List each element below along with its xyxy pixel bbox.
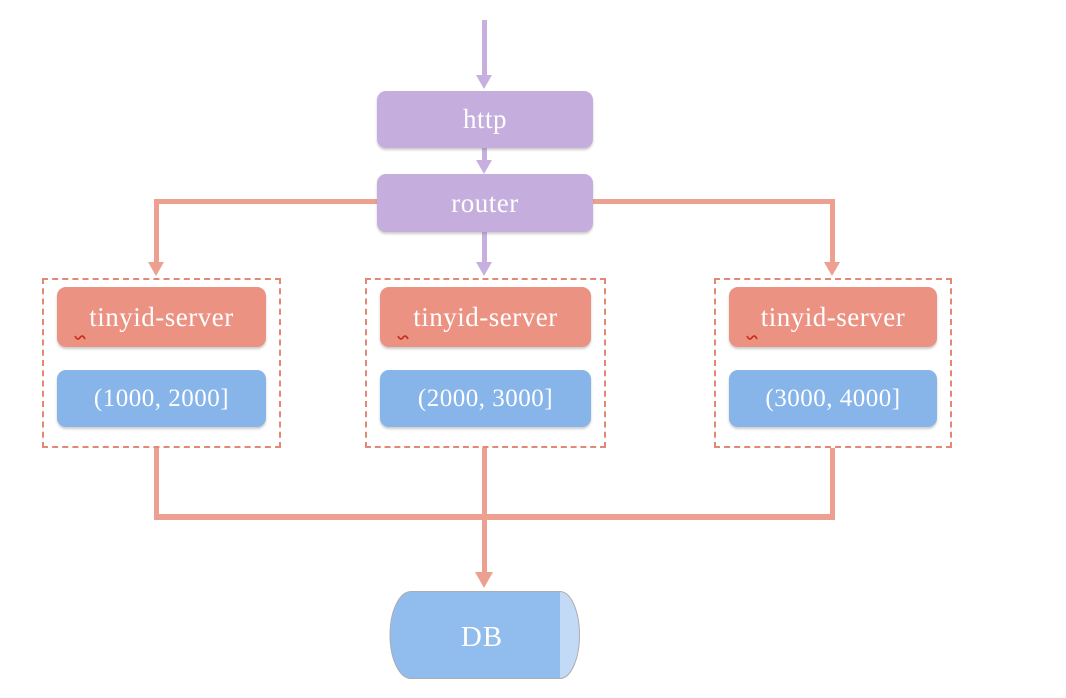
db-cylinder-icon: DB — [389, 591, 580, 679]
center-drop-arrowhead-icon — [476, 262, 492, 276]
incoming-arrow-line — [482, 20, 487, 77]
incoming-arrowhead-icon — [476, 75, 492, 89]
left-drop-arrowhead-icon — [148, 262, 164, 276]
id-range-node-3: (3000, 4000] — [729, 370, 937, 427]
id-range-label: (2000, 3000] — [417, 384, 554, 412]
tinyid-server-node-2: tinyid-server — [380, 287, 591, 347]
left-drop-line — [154, 201, 159, 263]
collector-horizontal-line — [154, 514, 835, 520]
spellcheck-squiggle-icon — [397, 335, 409, 340]
db-arrowhead-icon — [475, 572, 493, 588]
tinyid-server-label: tinyid-server — [760, 301, 906, 332]
id-range-label: (1000, 2000] — [93, 384, 230, 412]
http-router-arrowhead-icon — [476, 160, 492, 174]
http-node-label: http — [462, 104, 507, 134]
center-drop-line — [482, 232, 487, 264]
tinyid-server-label: tinyid-server — [413, 301, 558, 332]
http-node: http — [377, 91, 593, 148]
tinyid-server-node-3: tinyid-server — [729, 287, 937, 347]
id-range-node-1: (1000, 2000] — [57, 370, 266, 427]
right-drop-line — [830, 201, 835, 263]
http-router-connector-line — [482, 148, 487, 162]
id-range-node-2: (2000, 3000] — [380, 370, 591, 427]
server-group-3: tinyid-server (3000, 4000] — [714, 278, 952, 448]
server-group-2: tinyid-server (2000, 3000] — [365, 278, 606, 448]
router-node-label: router — [451, 187, 519, 218]
right-collector-line — [830, 448, 835, 520]
db-arrow-line — [482, 448, 487, 574]
id-range-label: (3000, 4000] — [765, 384, 901, 412]
router-node: router — [377, 174, 593, 232]
spellcheck-squiggle-icon — [746, 335, 758, 340]
spellcheck-squiggle-icon — [74, 335, 86, 340]
server-group-1: tinyid-server (1000, 2000] — [42, 278, 281, 448]
tinyid-server-node-1: tinyid-server — [57, 287, 266, 347]
db-label: DB — [461, 621, 503, 653]
db-node: DB — [389, 589, 581, 686]
tinyid-server-label: tinyid-server — [89, 301, 234, 332]
right-drop-arrowhead-icon — [824, 262, 840, 276]
left-collector-line — [154, 448, 159, 520]
